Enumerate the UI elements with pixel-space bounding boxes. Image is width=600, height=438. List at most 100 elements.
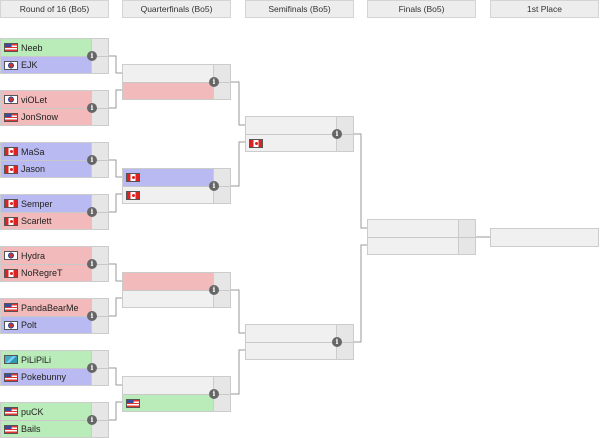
round-header: Finals (Bo5) [367,0,476,18]
player-slot[interactable]: Scarlett [1,212,108,229]
match-info-icon[interactable]: i [209,389,219,399]
player-cell: MaSa [1,143,92,160]
player-slot[interactable]: PandaBearMe [1,299,108,316]
player-cell [123,65,214,82]
match-box [367,219,476,255]
score-cell [92,317,108,333]
player-slot[interactable] [123,65,230,82]
player-cell [123,83,214,99]
match-info-icon[interactable]: i [87,155,97,165]
player-slot[interactable]: Pokebunny [1,368,108,385]
score-cell [214,395,230,411]
match-box: i [122,376,231,412]
player-cell: JonSnow [1,109,92,125]
match-info-icon[interactable]: i [87,415,97,425]
score-cell [214,187,230,203]
player-slot[interactable]: PiLiPiLi [1,351,108,368]
flag-ca-icon [4,216,18,226]
player-slot[interactable]: NoRegreT [1,264,108,281]
player-slot[interactable]: Semper [1,195,108,212]
player-slot[interactable] [123,273,230,290]
flag-ca-icon [126,173,140,182]
player-name: EJK [21,60,38,70]
player-cell: viOLet [1,91,92,108]
player-slot[interactable] [123,82,230,99]
player-slot[interactable]: Bails [1,420,108,437]
score-cell [337,135,353,151]
connector-line [109,89,122,109]
player-slot[interactable]: Hydra [1,247,108,264]
score-cell [92,109,108,125]
flag-kr-icon [4,60,18,70]
score-cell [214,377,230,394]
player-cell: NoRegreT [1,265,92,281]
player-slot[interactable] [123,169,230,186]
player-name: Neeb [21,42,43,53]
player-slot[interactable]: EJK [1,56,108,73]
match-info-icon[interactable]: i [87,259,97,269]
player-cell [123,291,214,307]
player-slot[interactable]: Neeb [1,39,108,56]
connector-line [231,349,245,395]
match-info-icon[interactable]: i [332,129,342,139]
player-slot[interactable] [246,117,353,134]
score-cell [337,343,353,359]
player-slot[interactable] [368,237,475,254]
player-name: PiLiPiLi [21,354,52,365]
match-info-icon[interactable]: i [209,285,219,295]
player-slot[interactable]: Polt [1,316,108,333]
match-box: puCK Bails i [0,402,109,438]
player-name: Semper [21,198,53,209]
player-slot[interactable] [123,377,230,394]
score-cell [92,265,108,281]
flag-kr-icon [4,251,18,260]
flag-us-icon [4,112,18,122]
connector-line [109,401,122,421]
player-name: Bails [21,424,41,434]
match-info-icon[interactable]: i [332,337,342,347]
round-header: Semifinals (Bo5) [245,0,354,18]
winner-slot[interactable] [491,229,598,246]
connector-line [231,289,245,334]
player-slot[interactable] [123,394,230,411]
player-cell [123,395,214,411]
match-info-icon[interactable]: i [87,103,97,113]
flag-ca-icon [4,164,18,174]
match-box: i [245,324,354,360]
player-slot[interactable] [123,290,230,307]
player-slot[interactable]: Jason [1,160,108,177]
player-name: Jason [21,164,46,174]
player-cell: Scarlett [1,213,92,229]
flag-us-icon [4,43,18,52]
player-name: PandaBearMe [21,302,79,313]
match-info-icon[interactable]: i [87,207,97,217]
player-slot[interactable]: viOLet [1,91,108,108]
player-cell [123,169,214,186]
player-slot[interactable] [246,342,353,359]
player-name: Pokebunny [21,372,67,382]
score-cell [214,291,230,307]
player-cell: Neeb [1,39,92,56]
player-slot[interactable]: JonSnow [1,108,108,125]
player-slot[interactable] [246,134,353,151]
flag-kr-icon [4,95,18,104]
connector-line [109,193,122,213]
score-cell [459,238,475,254]
score-cell [92,91,108,108]
match-box: i [245,116,354,152]
match-info-icon[interactable]: i [209,77,219,87]
match-info-icon[interactable]: i [87,363,97,373]
player-name: Hydra [21,250,46,261]
player-slot[interactable] [368,220,475,237]
player-slot[interactable]: MaSa [1,143,108,160]
player-slot[interactable] [246,325,353,342]
connector-line [109,159,122,178]
player-slot[interactable] [123,186,230,203]
player-slot[interactable]: puCK [1,403,108,420]
score-cell [92,369,108,385]
match-info-icon[interactable]: i [87,311,97,321]
match-info-icon[interactable]: i [87,51,97,61]
match-info-icon[interactable]: i [209,181,219,191]
